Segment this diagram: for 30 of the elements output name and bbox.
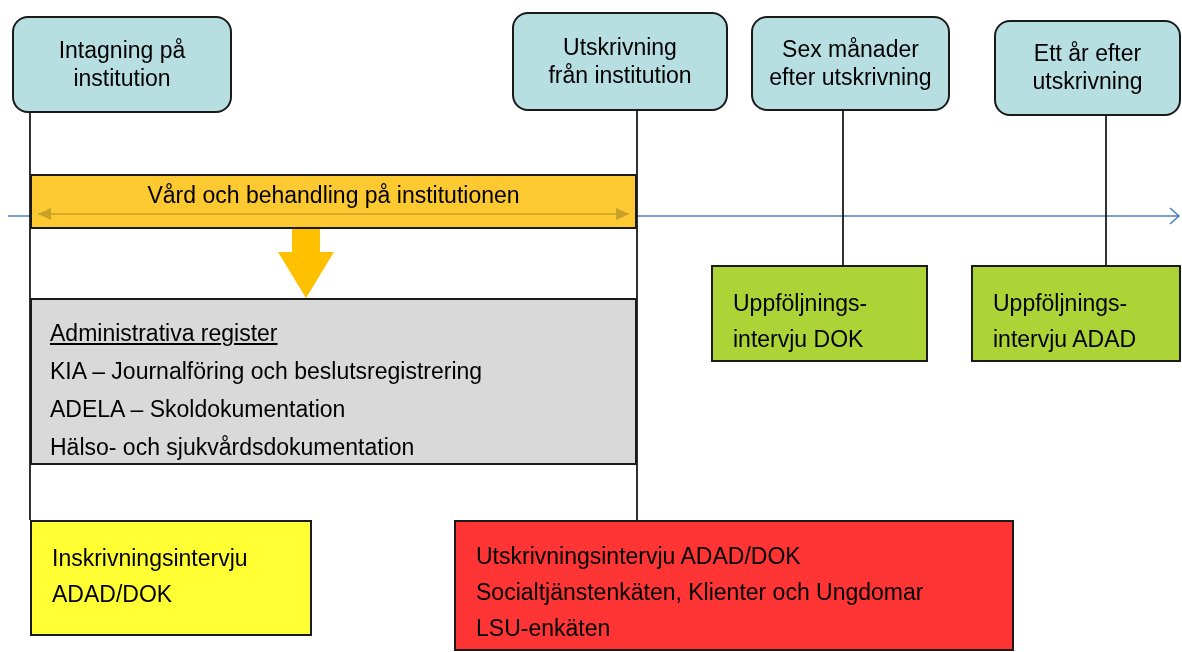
followup-box [971, 265, 1181, 362]
milestone-box [994, 20, 1181, 116]
interview-label: LSU-enkäten [476, 614, 612, 643]
milestone-label: Intagning på institution [57, 36, 187, 93]
interview-label: Uppföljnings- intervju DOK [733, 289, 869, 354]
treatment-band [30, 174, 637, 229]
milestone-label: Ett år efter utskrivning [1031, 40, 1144, 96]
milestone-box [12, 16, 232, 113]
band-label: Vård och behandling på institutionen [146, 182, 521, 210]
connector-line [1105, 115, 1107, 266]
milestone-box [512, 12, 728, 111]
milestone-label: Utskrivning från institution [547, 33, 693, 90]
connector-line [842, 110, 844, 266]
followup-box [711, 265, 928, 362]
register-text: KIA – Journalföring och beslutsregistrering [50, 357, 484, 386]
register-heading: Administrativa register [50, 319, 279, 348]
discharge-box [454, 520, 1014, 651]
milestone-box [751, 16, 950, 111]
block-arrow [278, 229, 334, 298]
connector-line [636, 110, 638, 521]
register-text: Hälso- och sjukvårdsdokumentation [50, 433, 416, 462]
connector-line [29, 112, 31, 521]
interview-label: Socialtjänstenkäten, Klienter och Ungdomar [476, 578, 925, 607]
interview-label: Utskrivningsintervju ADAD/DOK [476, 542, 802, 571]
register-text: ADELA – Skoldokumentation [50, 395, 347, 424]
register-box [30, 298, 637, 465]
interview-label: Inskrivningsintervju ADAD/DOK [52, 544, 249, 609]
milestone-label: Sex månader efter utskrivning [768, 35, 933, 92]
interview-label: Uppföljnings- intervju ADAD [993, 289, 1138, 354]
intake-box [30, 520, 312, 636]
